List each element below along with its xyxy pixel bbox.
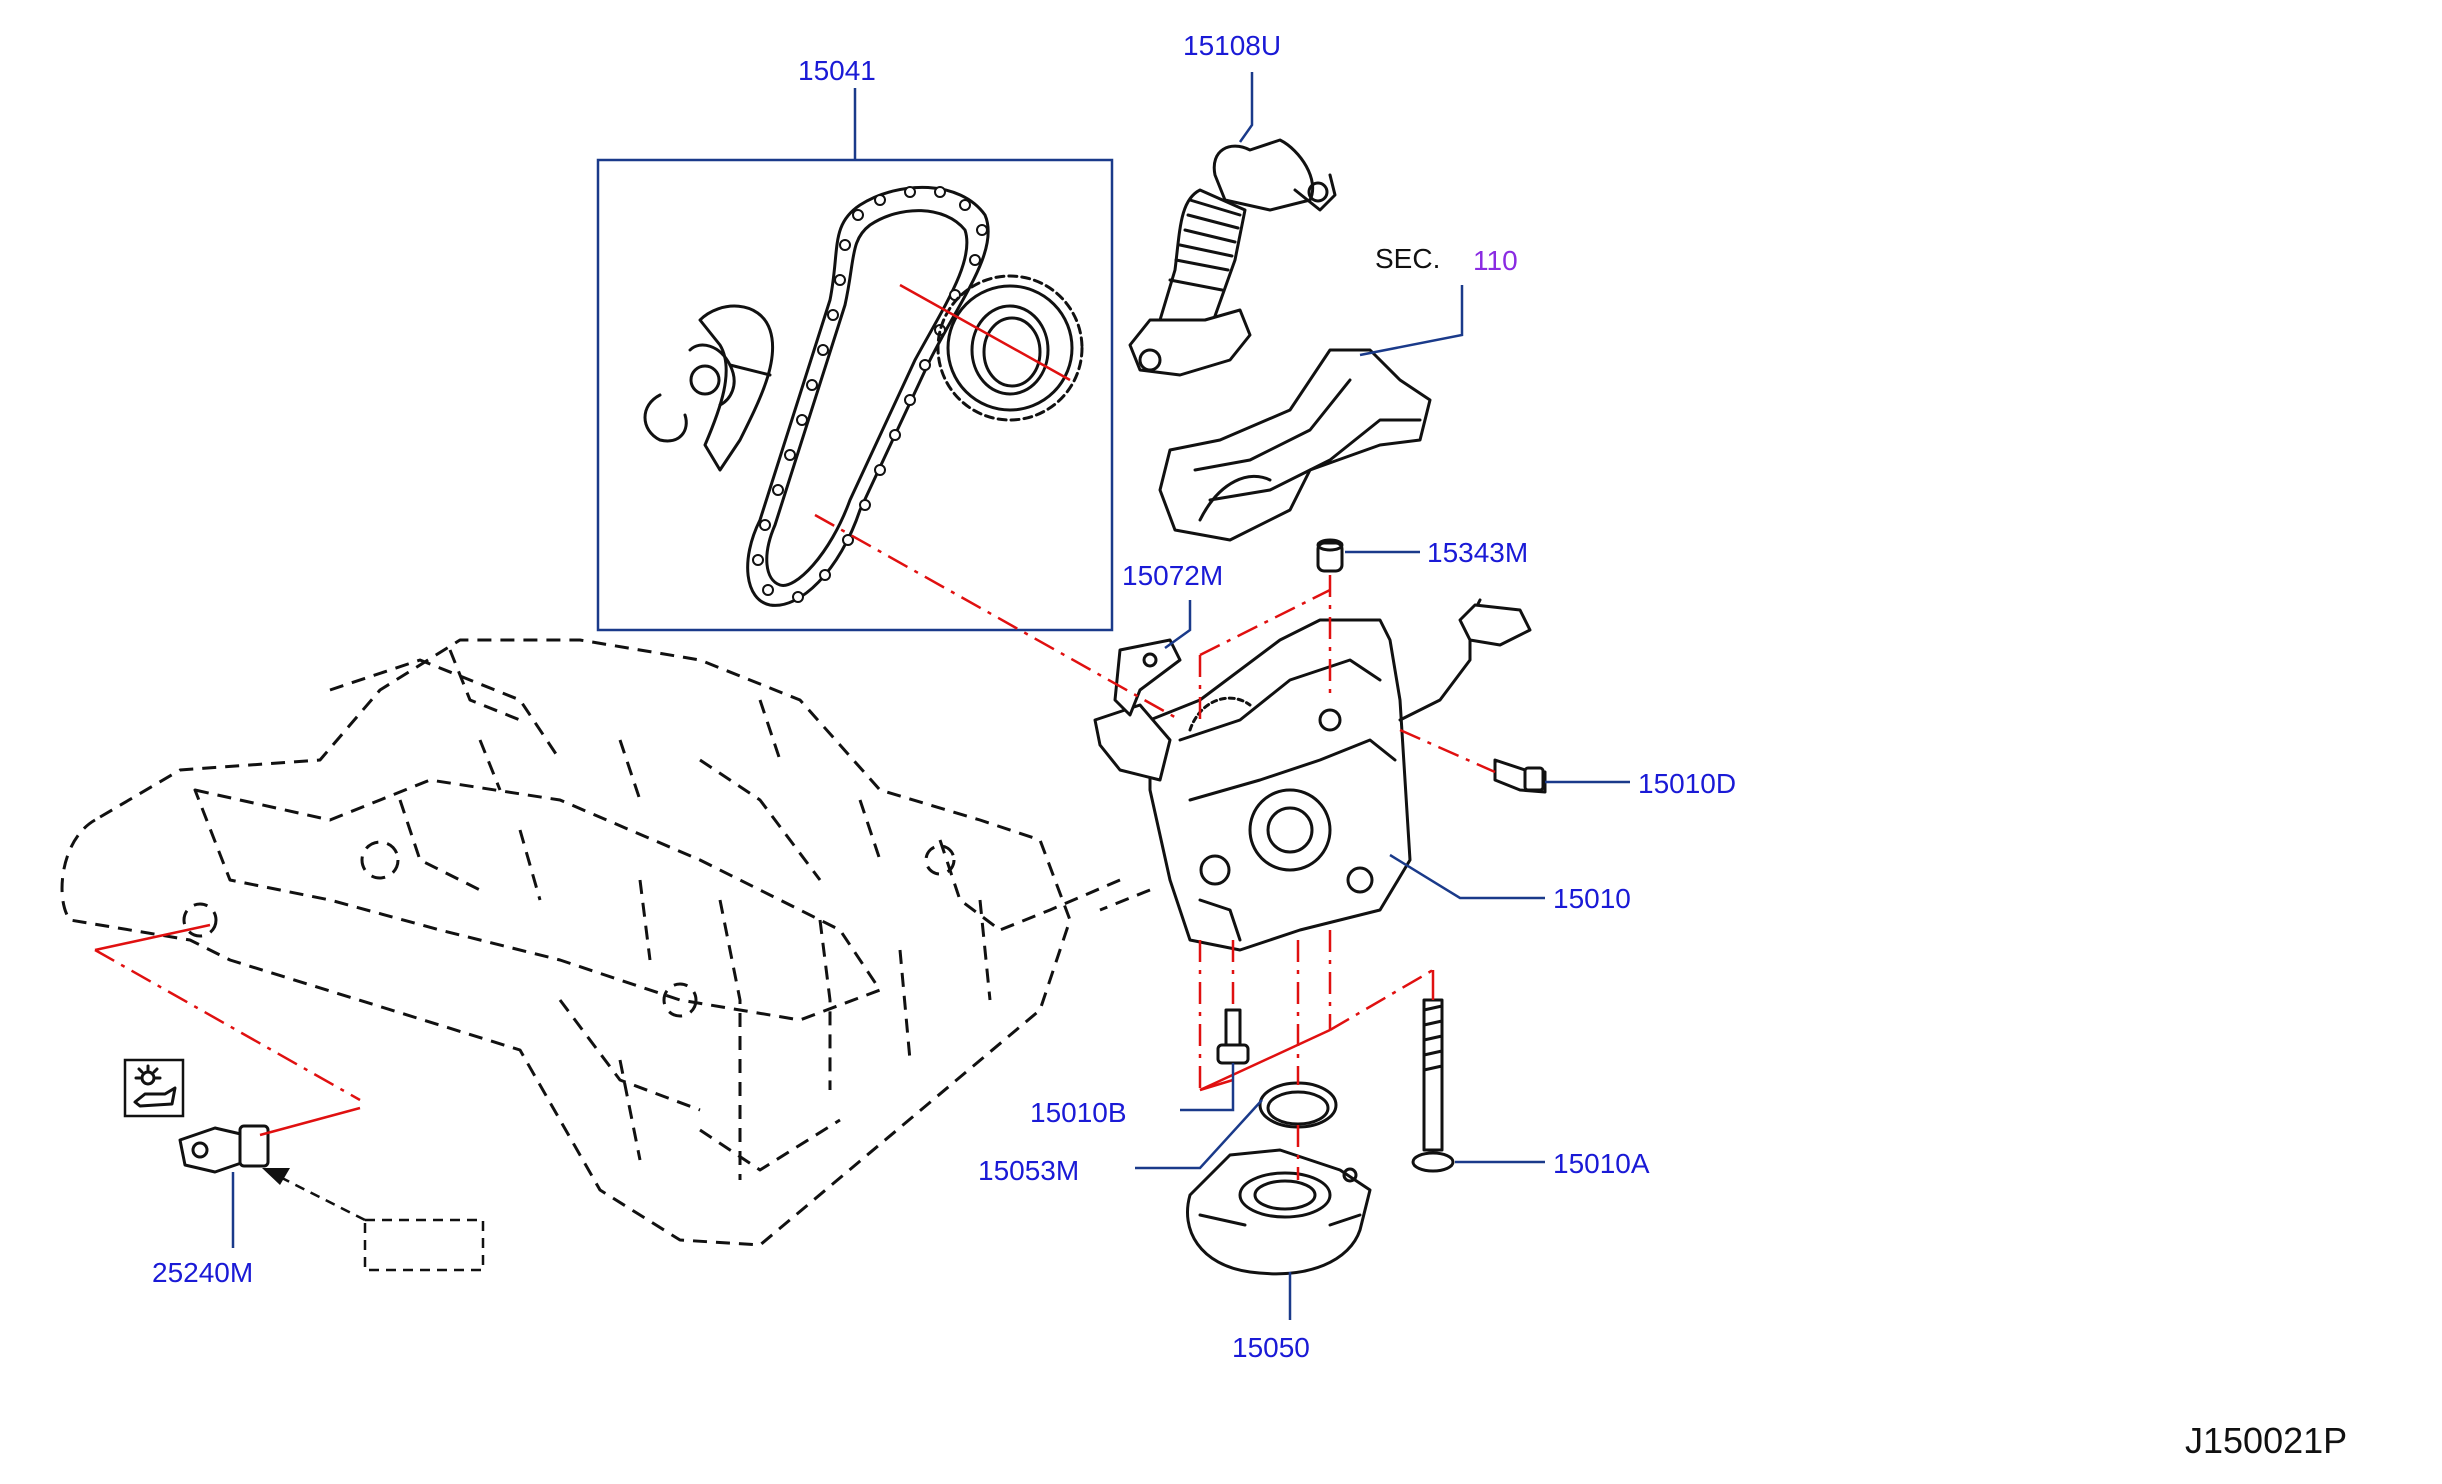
o-ring-15053m	[1258, 1081, 1338, 1129]
oil-pressure-warning-icon	[123, 1058, 185, 1118]
leader-lines	[231, 72, 1630, 1320]
oil-pressure-switch-25240m	[178, 1124, 270, 1174]
label-15343m: 15343M	[1427, 537, 1528, 568]
oil-pump-sprocket	[936, 274, 1084, 422]
label-15041: 15041	[798, 55, 876, 86]
label-sec-number: 110	[1473, 245, 1518, 276]
bolt-15010a	[1411, 998, 1455, 1173]
reference-placeholder-box	[262, 1168, 485, 1272]
bracket-15072m	[1113, 638, 1182, 717]
chain-links	[752, 186, 988, 603]
oil-strainer-15050	[1186, 1148, 1372, 1276]
oil-strainer-tube	[1128, 138, 1337, 377]
part-labels: 15041 15108U SEC. 110 15343M 15072M 1501…	[152, 30, 2347, 1461]
bolt-15010d	[1493, 758, 1547, 794]
label-25240m: 25240M	[152, 1257, 253, 1288]
label-15010b: 15010B	[1030, 1097, 1127, 1128]
oil-baffle-sec110	[1158, 348, 1432, 542]
label-15010a: 15010A	[1553, 1148, 1650, 1179]
oil-pump-assembly	[1093, 598, 1532, 952]
timing-chain	[746, 185, 990, 607]
label-15053m: 15053M	[978, 1155, 1079, 1186]
label-15010: 15010	[1553, 883, 1631, 914]
label-15010d: 15010D	[1638, 768, 1736, 799]
label-15108u: 15108U	[1183, 30, 1281, 61]
alignment-lines	[94, 513, 1496, 1180]
diagram-code: J150021P	[2185, 1420, 2347, 1461]
label-15072m: 15072M	[1122, 560, 1223, 591]
label-15050: 15050	[1232, 1332, 1310, 1363]
bolt-15010b	[1216, 1008, 1250, 1065]
oil-pan-ghost	[60, 638, 1151, 1247]
plug-15343m	[1316, 538, 1344, 573]
chain-tensioner	[643, 304, 775, 472]
timing-chain-kit-box	[596, 158, 1114, 632]
label-sec-prefix: SEC.	[1375, 243, 1440, 274]
